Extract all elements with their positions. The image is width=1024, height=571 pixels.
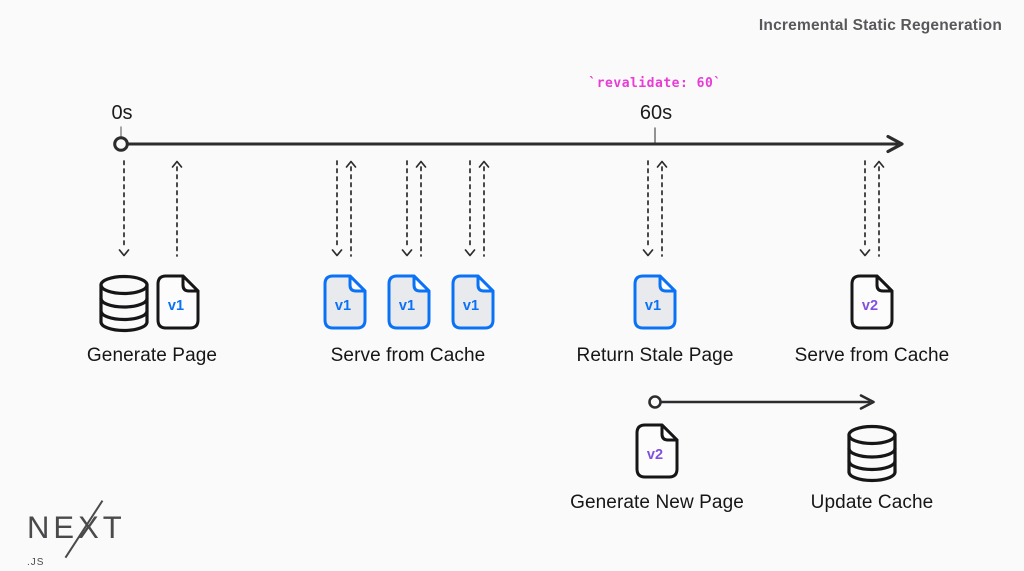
page-version-label: v1 [334,298,352,314]
nextjs-logo: NEXT .JS [27,500,137,568]
caption-update-cache: Update Cache [810,492,934,513]
cached-page-icon-v1: v1 [323,274,367,330]
page-version-label: v1 [644,298,662,314]
revalidate-annotation: `revalidate: 60` [588,76,722,91]
request-response-arrows [123,160,880,257]
page-version-label: v2 [861,298,879,314]
regeneration-arrow [648,394,875,410]
page-icon-v2: v2 [850,274,894,330]
page-version-label: v1 [462,298,480,314]
nextjs-wordmark: NEXT [27,509,126,546]
cached-page-icon-v1: v1 [451,274,495,330]
timeline-end-label: 60s [639,102,673,124]
database-icon [845,424,899,484]
stale-page-icon-v1: v1 [633,274,677,330]
caption-generate-page: Generate Page [86,345,218,366]
page-version-label: v1 [167,298,185,314]
caption-generate-new-page: Generate New Page [570,492,744,513]
caption-return-stale-page: Return Stale Page [576,345,734,366]
page-version-label: v2 [646,447,664,463]
timeline-arrowhead-icon [886,134,904,154]
cached-page-icon-v1: v1 [387,274,431,330]
regen-arrowhead-icon [859,394,875,410]
timeline-start-label: 0s [111,102,133,124]
nextjs-js-suffix: .JS [27,557,45,568]
page-version-label: v1 [398,298,416,314]
regen-start-circle [648,395,662,409]
timeline-start-circle [113,136,129,152]
caption-serve-from-cache-v2: Serve from Cache [794,345,950,366]
dashed-arrowheads [118,160,885,257]
new-page-icon-v2: v2 [635,423,679,479]
page-title: Incremental Static Regeneration [758,17,1002,34]
caption-serve-from-cache: Serve from Cache [330,345,486,366]
page-icon-v1: v1 [156,274,200,330]
database-icon [97,274,151,334]
